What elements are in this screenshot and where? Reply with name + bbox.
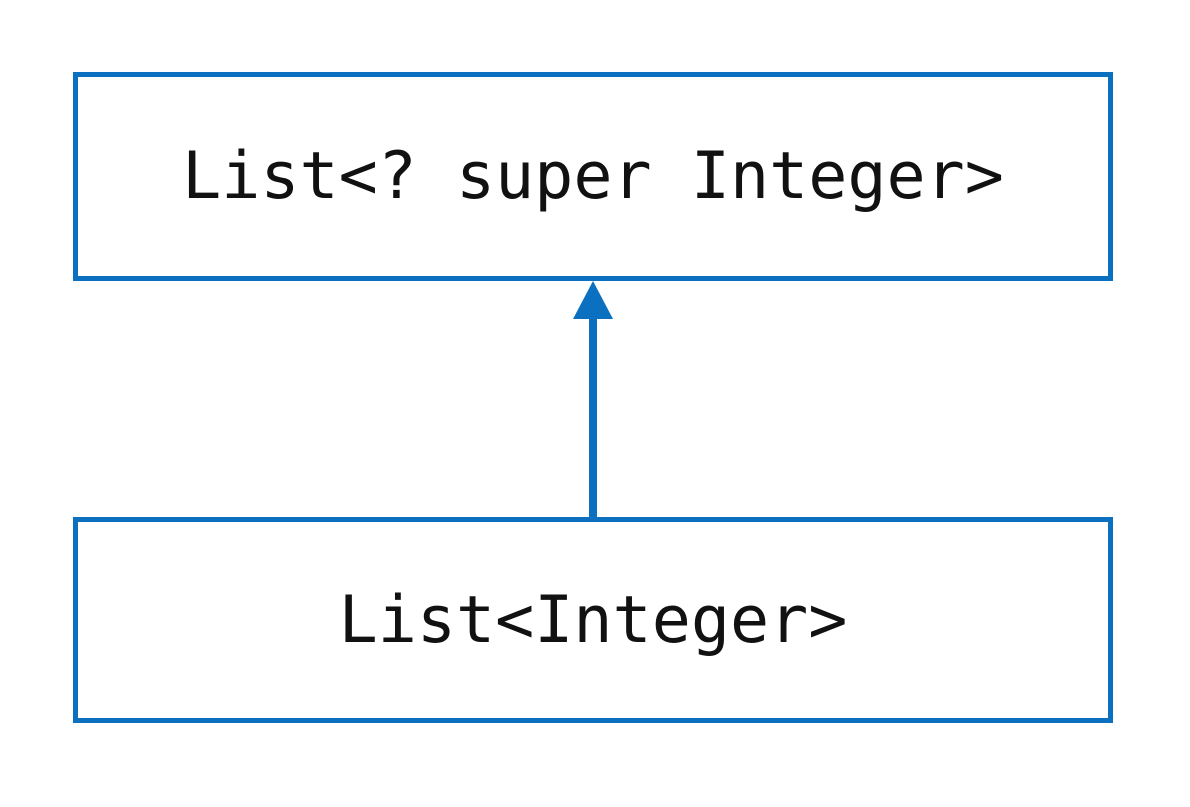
- node-supertype-label: List<? super Integer>: [182, 139, 1004, 214]
- node-supertype: List<? super Integer>: [73, 72, 1113, 281]
- node-subtype: List<Integer>: [73, 517, 1113, 723]
- arrow-shaft: [589, 310, 597, 517]
- arrow-up-icon: [573, 281, 613, 319]
- node-subtype-label: List<Integer>: [338, 582, 848, 658]
